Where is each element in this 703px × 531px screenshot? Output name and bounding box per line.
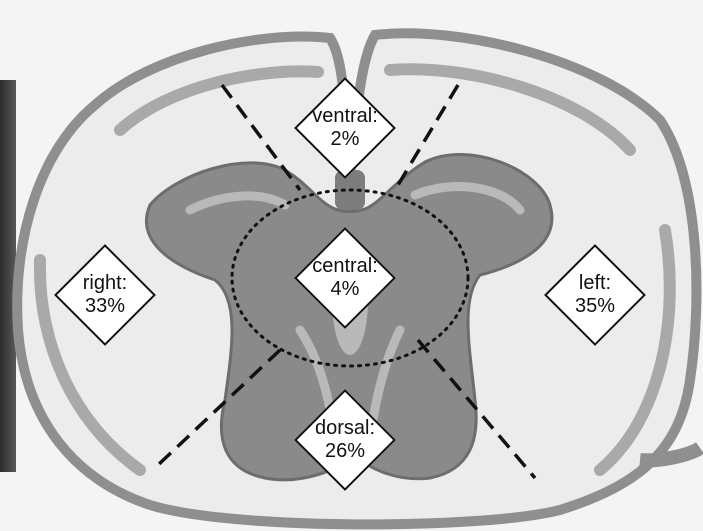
left-region-label: left: 35%: [540, 240, 650, 350]
dorsal-region-label: dorsal: 26%: [290, 385, 400, 495]
dorsal-percent: 26%: [325, 440, 365, 463]
ventral-region-label: ventral: 2%: [290, 73, 400, 183]
central-name: central:: [312, 255, 378, 278]
central-region-label: central: 4%: [290, 223, 400, 333]
left-name: left:: [579, 272, 611, 295]
right-percent: 33%: [85, 295, 125, 318]
dorsal-name: dorsal:: [315, 417, 375, 440]
central-percent: 4%: [331, 278, 360, 301]
ventral-name: ventral:: [312, 105, 378, 128]
ventral-percent: 2%: [331, 128, 360, 151]
left-percent: 35%: [575, 295, 615, 318]
right-name: right:: [83, 272, 127, 295]
right-region-label: right: 33%: [50, 240, 160, 350]
